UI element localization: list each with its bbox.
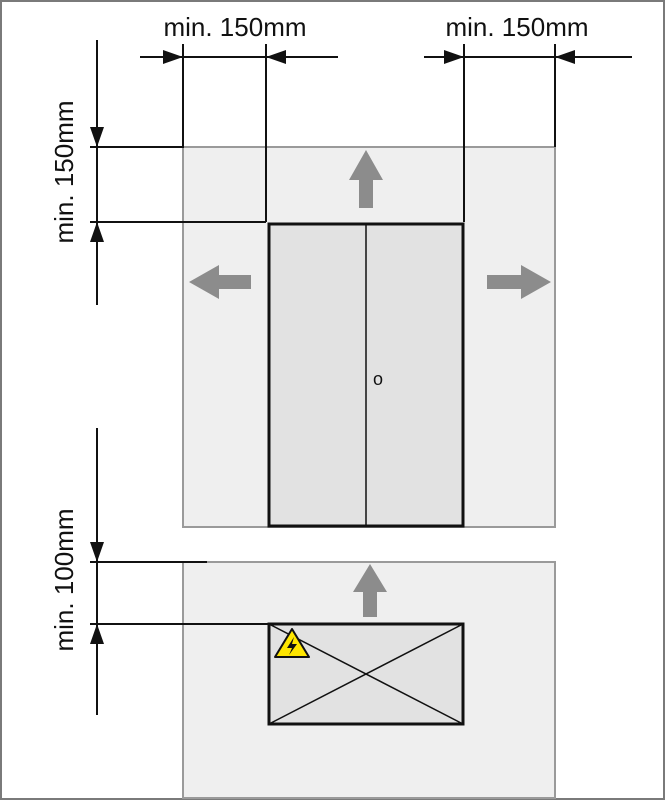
arrow-right-icon bbox=[487, 265, 551, 299]
dim-arrowhead bbox=[90, 127, 104, 147]
arrow-up-bottom-icon bbox=[353, 564, 387, 617]
arrow-up-top-icon bbox=[349, 150, 383, 208]
dim-arrowhead bbox=[90, 624, 104, 644]
high-voltage-warning-icon bbox=[274, 628, 310, 658]
cabinet-handle: o bbox=[373, 369, 383, 389]
power-unit-cross-b bbox=[268, 623, 464, 725]
dimension-top-vertical bbox=[90, 40, 266, 305]
dimension-label-top-vertical: min. 150mm bbox=[49, 100, 79, 243]
dim-arrowhead bbox=[444, 50, 464, 64]
dimension-label-bottom-vertical: min. 100mm bbox=[49, 508, 79, 651]
dim-arrowhead bbox=[90, 222, 104, 242]
dimension-label-top-left: min. 150mm bbox=[163, 12, 306, 42]
dim-arrowhead bbox=[266, 50, 286, 64]
dimension-bottom-vertical bbox=[90, 428, 269, 715]
arrow-left-icon bbox=[189, 265, 251, 299]
dim-arrowhead bbox=[90, 542, 104, 562]
dim-arrowhead bbox=[163, 50, 183, 64]
dimension-label-top-right: min. 150mm bbox=[445, 12, 588, 42]
dim-arrowhead bbox=[555, 50, 575, 64]
